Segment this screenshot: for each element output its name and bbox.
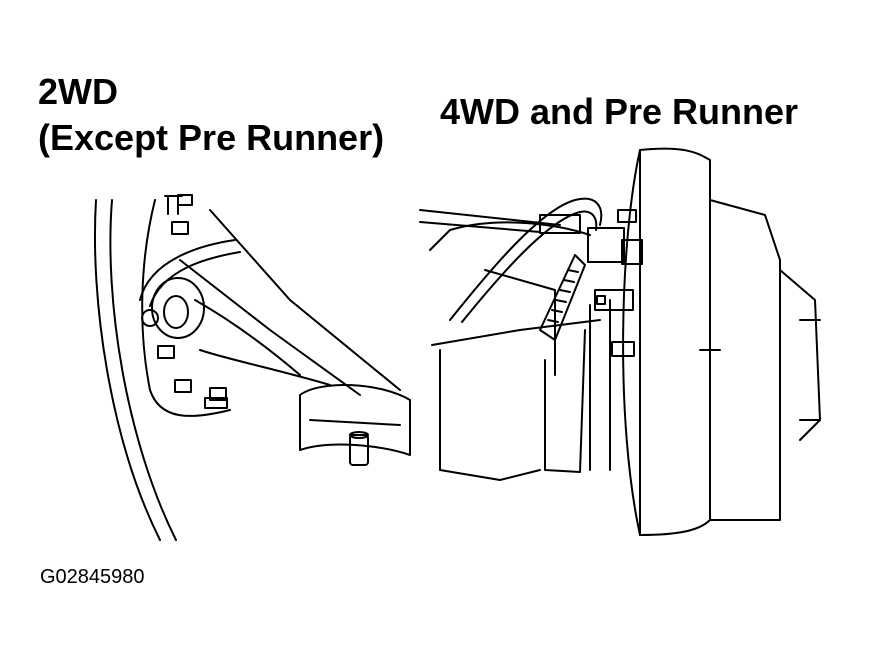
figure-id: G02845980 xyxy=(40,566,145,588)
left-diagram-subtitle: (Except Pre Runner) xyxy=(38,117,385,158)
left-diagram-title: 2WD xyxy=(38,71,118,112)
right-4wd-assembly xyxy=(420,149,820,535)
left-2wd-assembly xyxy=(95,195,410,540)
right-diagram-title: 4WD and Pre Runner xyxy=(440,91,799,132)
